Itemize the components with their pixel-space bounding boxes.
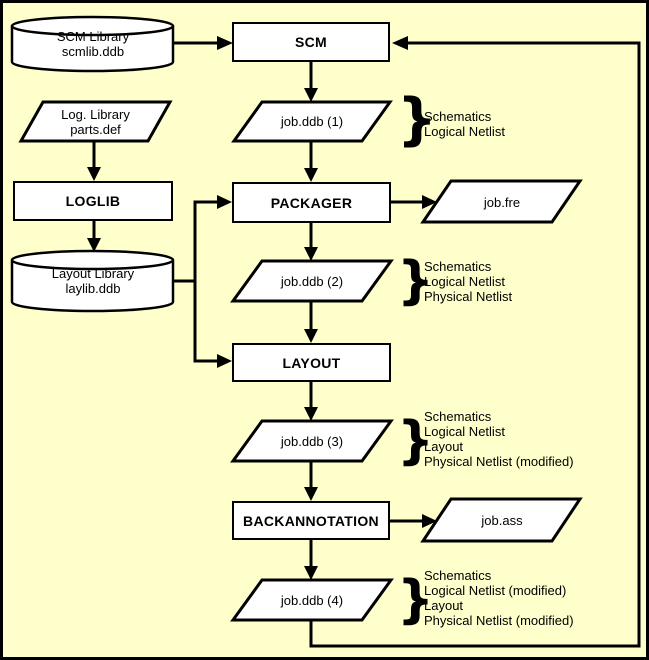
scm-process-box: SCM (232, 22, 390, 62)
annotation-line: Layout (424, 598, 464, 613)
scm-library-line2: scmlib.ddb (61, 44, 125, 59)
annotation-line: Physical Netlist (modified) (424, 613, 574, 628)
scm-library-cylinder (10, 26, 175, 73)
annotation-job-ddb-1: Schematics Logical Netlist (424, 109, 505, 139)
loglib-process-box: LOGLIB (13, 181, 173, 221)
arrowhead-into-packager-top (304, 168, 318, 182)
arrowhead-into-jobddb2 (304, 247, 318, 261)
job-ddb-3-label: job.ddb (3) (280, 434, 344, 449)
packager-label: PACKAGER (270, 194, 353, 211)
connector-laylib-junction (193, 200, 219, 363)
arrowheads (87, 36, 437, 580)
arrowhead-into-layout-top (304, 329, 318, 343)
job-ddb-2-parallelogram (230, 259, 394, 303)
loglib-label: LOGLIB (65, 193, 121, 209)
arrowhead-into-scm-left (217, 36, 233, 50)
backannotation-process-box: BACKANNOTATION (232, 501, 390, 540)
scm-library-line1: SCM Library (56, 29, 130, 44)
brace-job-ddb-4: } (397, 570, 435, 630)
annotation-job-ddb-2: Schematics Logical Netlist Physical Netl… (424, 259, 512, 304)
arrowhead-into-packager-left (217, 195, 232, 209)
layout-library-cylinder (10, 260, 175, 313)
layout-process-box: LAYOUT (232, 343, 391, 382)
job-ass-parallelogram (420, 497, 583, 543)
arrowhead-into-loglib (87, 167, 101, 181)
layout-library-line2: laylib.ddb (65, 281, 121, 296)
scm-library-label: SCM Library scmlib.ddb (22, 29, 164, 59)
packager-process-box: PACKAGER (232, 182, 391, 223)
job-ddb-1-parallelogram (231, 100, 393, 143)
annotation-line: Schematics (424, 259, 492, 274)
arrowhead-into-laylib (87, 238, 101, 252)
job-ddb-4-label: job.ddb (4) (280, 593, 344, 608)
annotation-line: Layout (424, 439, 464, 454)
layout-label: LAYOUT (282, 354, 341, 371)
layout-library-cylinder-top (10, 249, 175, 271)
brace-job-ddb-1: } (397, 87, 437, 152)
arrowhead-into-jobass (422, 514, 437, 528)
log-library-parallelogram (18, 100, 173, 143)
annotation-line: Schematics (424, 409, 492, 424)
job-fre-parallelogram (420, 179, 583, 224)
annotation-line: Logical Netlist (424, 124, 505, 139)
arrowhead-into-backannotation (304, 487, 318, 501)
arrowhead-into-layout-left (217, 354, 232, 368)
log-library-line2: parts.def (70, 122, 121, 137)
job-ddb-1-label: job.ddb (1) (280, 114, 344, 129)
annotation-line: Physical Netlist (424, 289, 513, 304)
arrowhead-into-jobddb1 (304, 88, 318, 102)
job-ddb-3-parallelogram (230, 419, 394, 463)
backannotation-label: BACKANNOTATION (243, 512, 379, 529)
log-library-line1: Log. Library (61, 107, 130, 122)
job-ass-label: job.ass (481, 513, 523, 528)
arrowhead-into-jobddb4 (304, 566, 318, 580)
log-library-label: Log. Library parts.def (33, 107, 158, 137)
scm-library-cylinder-top (10, 15, 175, 37)
arrowhead-into-jobddb3 (304, 407, 318, 421)
scm-label: SCM (294, 34, 327, 50)
annotation-line: Logical Netlist (424, 424, 505, 439)
annotation-job-ddb-3: Schematics Logical Netlist Layout Physic… (424, 409, 574, 469)
brace-job-ddb-3: } (397, 411, 435, 471)
job-ddb-2-label: job.ddb (2) (280, 274, 344, 289)
data-shapes (10, 15, 583, 622)
annotation-line: Physical Netlist (modified) (424, 454, 574, 469)
diagram-shapes-layer (10, 15, 641, 648)
layout-library-line1: Layout Library (51, 266, 135, 281)
annotation-line: Schematics (424, 568, 492, 583)
annotation-job-ddb-4: Schematics Logical Netlist (modified) La… (424, 568, 574, 628)
annotation-line: Logical Netlist (modified) (424, 583, 567, 598)
connector-lines (92, 41, 641, 648)
job-ddb-4-parallelogram (230, 578, 394, 622)
arrowhead-into-jobfre (422, 195, 437, 209)
brace-job-ddb-2: } (397, 251, 435, 311)
job-fre-label: job.fre (483, 195, 521, 210)
layout-library-label: Layout Library laylib.ddb (22, 266, 164, 296)
annotation-line: Logical Netlist (424, 274, 505, 289)
annotation-line: Schematics (424, 109, 492, 124)
connector-feedback-loop (309, 41, 641, 648)
arrowhead-into-scm-right (392, 36, 408, 50)
